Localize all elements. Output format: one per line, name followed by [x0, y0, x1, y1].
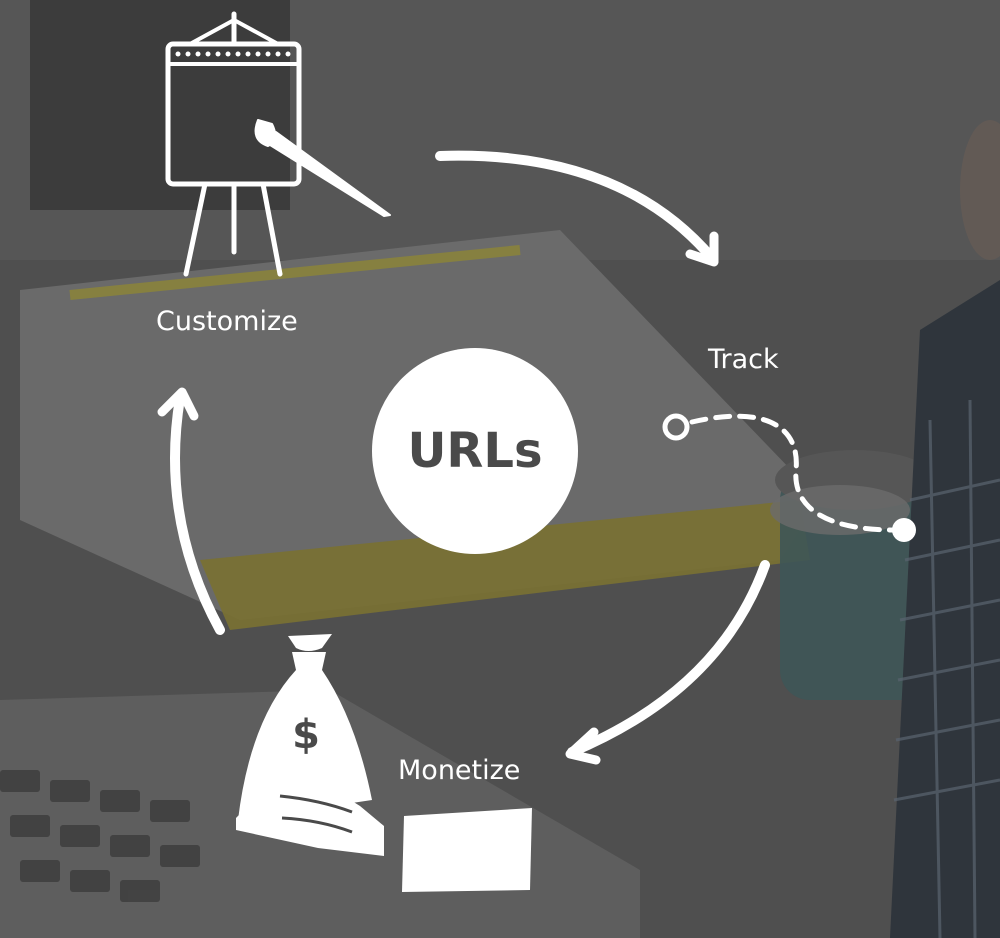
money-bag-icon: [236, 634, 532, 892]
arrow-monetize-to-customize: [157, 387, 225, 635]
arrow-track-to-monetize: [565, 560, 770, 765]
center-circle: [372, 348, 578, 554]
step-label-track: Track: [708, 344, 779, 375]
dashed-path-icon: [662, 413, 916, 542]
easel-paintbrush-icon: [165, 11, 391, 277]
step-label-monetize: Monetize: [398, 755, 521, 786]
step-label-customize: Customize: [156, 306, 298, 337]
center-label: URLs: [407, 423, 543, 479]
arrow-customize-to-track: [435, 150, 719, 267]
dollar-sign-icon: $: [292, 712, 320, 758]
